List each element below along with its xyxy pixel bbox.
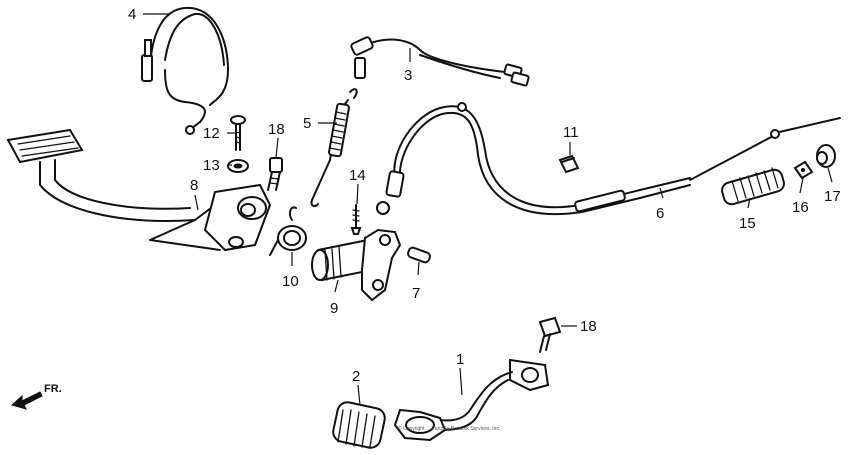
callout-1: 1 (456, 351, 464, 368)
part-17-knob[interactable] (816, 144, 836, 168)
front-arrow-indicator: FR. (10, 383, 62, 410)
callout-5: 5 (303, 115, 311, 132)
part-12-bolt[interactable] (230, 115, 246, 151)
callout-18-upper: 18 (268, 121, 285, 138)
part-16-fitting[interactable] (793, 160, 814, 180)
callout-6: 6 (656, 205, 664, 222)
callout-2: 2 (352, 368, 360, 385)
callout-3: 3 (404, 67, 412, 84)
callout-10: 10 (282, 273, 299, 290)
part-8-brake-pedal[interactable] (6, 128, 272, 252)
part-18-bolt-lower[interactable] (538, 316, 562, 353)
part-1-shift-lever[interactable] (393, 358, 550, 442)
part-3-cable[interactable] (350, 36, 530, 87)
callout-4: 4 (128, 6, 136, 23)
part-15-grip[interactable] (720, 167, 786, 206)
callout-7: 7 (412, 285, 420, 302)
callout-17: 17 (824, 188, 841, 205)
part-2-rubber[interactable] (331, 400, 386, 449)
front-label: FR. (44, 383, 62, 395)
callout-18-lower: 18 (580, 318, 597, 335)
callout-14: 14 (349, 167, 366, 184)
brake-cable[interactable] (376, 102, 841, 216)
part-9-brake-arm[interactable] (311, 228, 402, 302)
part-4-cable[interactable] (141, 6, 229, 135)
callout-8: 8 (190, 177, 198, 194)
callout-16: 16 (792, 199, 809, 216)
callout-11: 11 (563, 124, 579, 141)
part-13-nut[interactable] (227, 159, 249, 173)
callout-9: 9 (330, 300, 338, 317)
callout-12: 12 (203, 125, 220, 142)
part-5-spring[interactable] (310, 88, 358, 208)
copyright-notice: © Copyright ... Partzilla Network Servic… (398, 425, 500, 432)
part-7-pin[interactable] (407, 246, 431, 264)
part-10-return-spring[interactable] (269, 206, 307, 256)
part-14-bolt[interactable] (350, 204, 362, 235)
callout-15: 15 (739, 215, 756, 232)
callout-13: 13 (203, 157, 220, 174)
part-18-bolt-upper[interactable] (267, 157, 283, 191)
part-11-cap[interactable] (558, 154, 580, 174)
